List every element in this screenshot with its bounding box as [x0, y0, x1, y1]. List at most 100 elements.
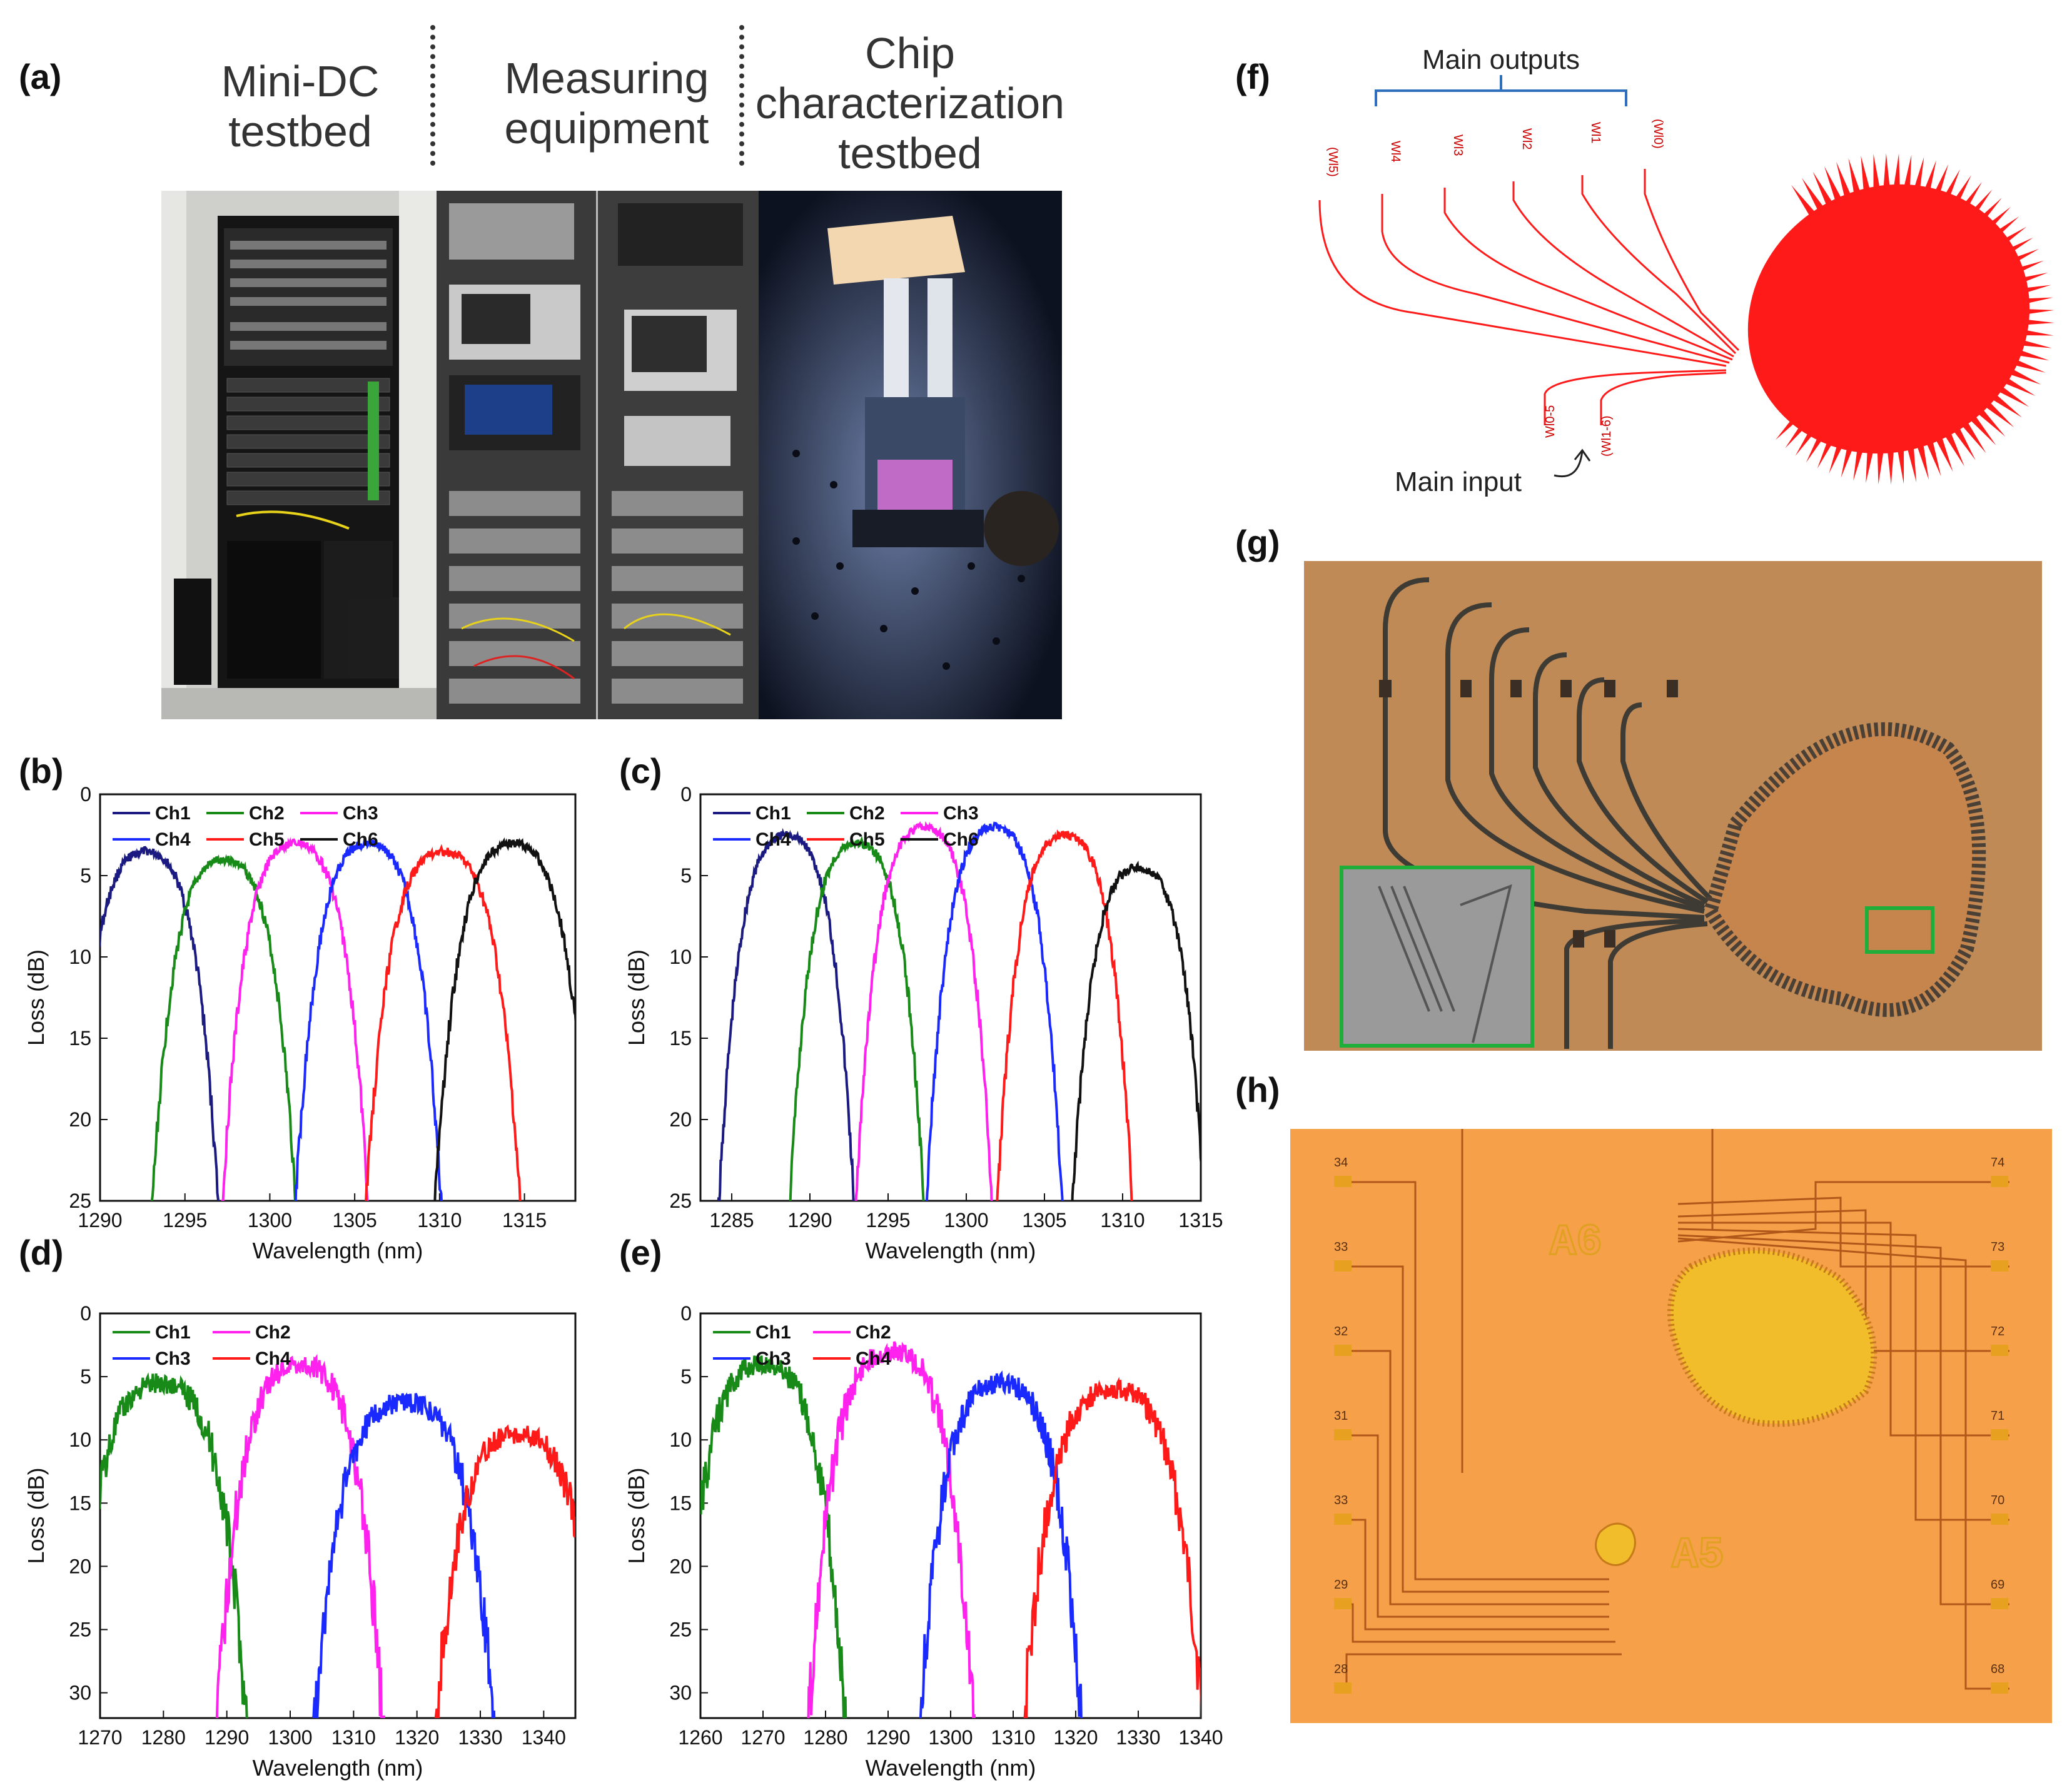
y-tick-label: 5 — [80, 1365, 91, 1388]
plot-frame — [699, 793, 1202, 1202]
main-outputs-label: Main outputs — [1422, 44, 1580, 75]
y-tick-label: 20 — [669, 1555, 692, 1577]
legend-label: Ch2 — [856, 1322, 891, 1343]
x-tick-label: 1340 — [1178, 1726, 1223, 1749]
series-line — [717, 827, 855, 1201]
legend-label: Ch1 — [155, 1322, 191, 1343]
photo-mini-dc-drawing — [161, 191, 437, 719]
legend-label: Ch5 — [249, 829, 285, 850]
panel-g-label: (g) — [1235, 523, 1280, 562]
photo-measuring-drawing — [437, 191, 759, 719]
legend-label: Ch1 — [756, 1322, 791, 1343]
series-line — [807, 1341, 976, 1718]
pad-label: 31 — [1334, 1409, 1348, 1423]
header-measuring: Measuring equipment — [504, 54, 709, 153]
series-line — [100, 846, 220, 1201]
output-waveguides — [1318, 169, 1740, 425]
series-line — [789, 836, 925, 1201]
y-tick-label: 10 — [669, 1428, 692, 1451]
legend-label: Ch4 — [756, 829, 791, 850]
series-line — [100, 1372, 248, 1718]
y-tick-label: 10 — [69, 1428, 91, 1451]
header-mini-dc: Mini-DC testbed — [221, 57, 380, 156]
y-tick-label: 20 — [69, 1108, 91, 1131]
x-tick-label: 1305 — [1022, 1209, 1066, 1231]
photo-measuring-equipment — [437, 191, 759, 719]
pad-label: 69 — [1991, 1578, 2004, 1592]
series-line — [433, 837, 575, 1201]
y-axis-label: Loss (dB) — [23, 1467, 49, 1564]
y-tick-label: 30 — [669, 1682, 692, 1704]
series-line — [221, 837, 369, 1201]
y-tick-label: 30 — [69, 1682, 91, 1704]
port-label: (Wl1-6) — [1600, 415, 1614, 457]
sem-inset — [1340, 866, 1534, 1048]
x-tick-label: 1270 — [78, 1726, 122, 1749]
pad-label: 32 — [1334, 1325, 1348, 1338]
y-tick-label: 25 — [69, 1190, 91, 1212]
panel-f-label: (f) — [1235, 57, 1270, 96]
x-tick-label: 1295 — [163, 1209, 207, 1231]
x-tick-label: 1260 — [678, 1726, 722, 1749]
legend-label: Ch3 — [155, 1348, 191, 1369]
chip-layout-drawing: A6 A5 34 33 32 31 33 29 28 74 73 72 71 7… — [1290, 1129, 2052, 1723]
port-label: Wl1 — [1589, 122, 1602, 143]
pad-label: 74 — [1991, 1156, 2004, 1170]
port-label: Wl2 — [1520, 128, 1534, 149]
photo-mini-dc — [161, 191, 437, 719]
legend-label: Ch6 — [943, 829, 979, 850]
port-label: Wl0-5 — [1544, 405, 1557, 438]
port-label: (Wl5) — [1326, 147, 1340, 177]
series-line — [919, 1370, 1083, 1718]
port-label: Wl3 — [1451, 134, 1465, 156]
series-line — [1023, 1377, 1201, 1718]
x-tick-label: 1280 — [803, 1726, 847, 1749]
x-tick-label: 1310 — [1100, 1209, 1145, 1231]
x-tick-label: 1290 — [866, 1726, 910, 1749]
series-line — [996, 829, 1133, 1201]
pad-label: 71 — [1991, 1409, 2004, 1423]
series-line — [311, 1392, 496, 1718]
x-tick-label: 1300 — [944, 1209, 988, 1231]
x-tick-label: 1270 — [740, 1726, 785, 1749]
series-line — [700, 1355, 847, 1718]
legend-label: Ch3 — [343, 803, 378, 824]
x-tick-label: 1315 — [502, 1209, 547, 1231]
y-tick-label: 10 — [669, 946, 692, 968]
main-input-arrow — [1554, 448, 1591, 478]
y-tick-label: 25 — [669, 1190, 692, 1212]
y-axis-label: Loss (dB) — [624, 1467, 649, 1564]
x-tick-label: 1305 — [333, 1209, 377, 1231]
legend-label: Ch2 — [249, 803, 285, 824]
x-tick-label: 1320 — [1053, 1726, 1098, 1749]
x-axis-label: Wavelength (nm) — [253, 1755, 423, 1781]
legend-label: Ch3 — [943, 803, 979, 824]
x-tick-label: 1310 — [417, 1209, 462, 1231]
port-label: Wl4 — [1388, 141, 1402, 162]
legend-label: Ch4 — [856, 1348, 891, 1369]
panel-a-label: (a) — [19, 57, 62, 96]
photo-chip-layout: A6 A5 34 33 32 31 33 29 28 74 73 72 71 7… — [1290, 1129, 2052, 1723]
legend-label: Ch1 — [756, 803, 791, 824]
photo-chip-testbed — [759, 191, 1062, 719]
chip-micrograph-drawing — [1304, 561, 2042, 1051]
legend-label: Ch4 — [155, 829, 191, 850]
pad-label: 28 — [1334, 1662, 1348, 1676]
legend-label: Ch2 — [849, 803, 885, 824]
star-coupler-blob — [1747, 153, 2054, 485]
x-tick-label: 1315 — [1178, 1209, 1223, 1231]
x-tick-label: 1290 — [205, 1726, 249, 1749]
main-input-label: Main input — [1395, 467, 1522, 497]
pad-label: 33 — [1334, 1240, 1348, 1254]
series-line — [150, 854, 296, 1201]
x-tick-label: 1290 — [787, 1209, 832, 1231]
pad-label: 33 — [1334, 1494, 1348, 1507]
pad-label: 73 — [1991, 1240, 2004, 1254]
small-star-coupler — [1595, 1522, 1636, 1566]
y-tick-label: 0 — [680, 783, 692, 806]
y-axis-label: Loss (dB) — [23, 949, 49, 1046]
header-chip-testbed: Chip characterization testbed — [755, 29, 1065, 178]
y-tick-label: 15 — [69, 1027, 91, 1049]
y-tick-label: 15 — [69, 1492, 91, 1514]
